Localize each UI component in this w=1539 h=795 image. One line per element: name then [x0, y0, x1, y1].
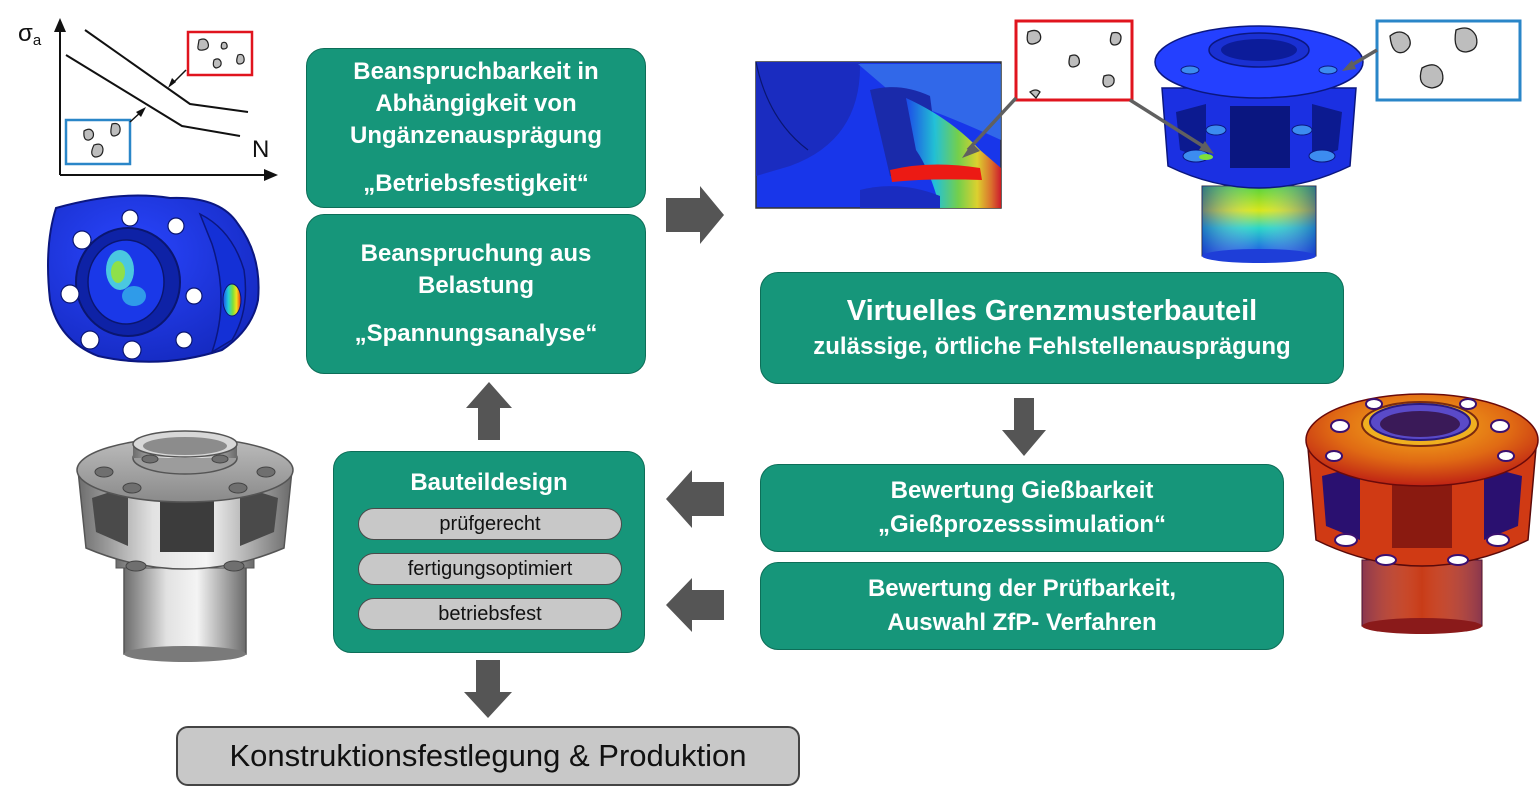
defect-inset-red [186, 30, 254, 77]
beanspruchbarkeit-line-4: „Betriebsfestigkeit“ [363, 170, 589, 197]
callout-line-red-2 [1129, 98, 1207, 150]
sn-curve-lower [65, 54, 241, 137]
pruefbarkeit-line-1: Bewertung der Prüfbarkeit, [867, 575, 1177, 602]
box-beanspruchung: Beanspruchung aus Belastung „Spannungsan… [306, 214, 646, 374]
beanspruchung-line-3: „Spannungsanalyse“ [354, 320, 598, 347]
defect-inset-blue [64, 118, 132, 166]
beanspruchung-line-1: Beanspruchung aus [360, 240, 592, 267]
cad-part-gray [76, 430, 294, 662]
box-konstruktionsfestlegung: Konstruktionsfestlegung & Produktion [176, 726, 800, 786]
giessbarkeit-line-2: „Gießprozesssimulation“ [877, 511, 1167, 538]
beanspruchbarkeit-line-2: Abhängigkeit von [375, 90, 577, 117]
graph-y-label: σa [18, 20, 41, 49]
arrow-up [466, 382, 512, 440]
arrow-down-final [464, 660, 512, 718]
y-axis-arrowhead [54, 18, 66, 32]
box-bauteildesign: Bauteildesign prüfgerecht fertigungsopti… [333, 451, 645, 653]
pill-fertigungsoptimiert: fertigungsoptimiert [358, 553, 622, 585]
defect-inset-blue-large [1375, 19, 1522, 102]
pill-pruefgerecht: prüfgerecht [358, 508, 622, 540]
defect-inset-red-large [1014, 19, 1134, 102]
graph-x-label: N [252, 136, 270, 163]
arrow-down-right [1002, 398, 1046, 456]
pill-betriebsfest: betriebsfest [358, 598, 622, 630]
sn-curve-upper [84, 29, 249, 113]
callout-line-red [966, 96, 1018, 152]
grenzmuster-title: Virtuelles Grenzmusterbauteil [846, 295, 1258, 327]
callout-line-blue [1349, 48, 1378, 68]
sigma-symbol: σ [18, 20, 33, 47]
flow-arrows [464, 186, 1046, 718]
giessbarkeit-line-1: Bewertung Gießbarkeit [890, 477, 1154, 504]
beanspruchung-line-2: Belastung [417, 272, 534, 299]
x-axis-arrowhead [264, 169, 278, 181]
arrow-left-lower [666, 578, 724, 632]
box-grenzmuster: Virtuelles Grenzmusterbauteil zulässige,… [760, 272, 1344, 384]
arrow-left-upper [666, 470, 724, 528]
bauteildesign-title: Bauteildesign [410, 469, 568, 496]
arrow-right [666, 186, 724, 244]
box-pruefbarkeit: Bewertung der Prüfbarkeit, Auswahl ZfP- … [760, 562, 1284, 650]
fem-part-right [1154, 25, 1364, 263]
beanspruchbarkeit-line-3: Ungänzenausprägung [349, 122, 602, 149]
grenzmuster-subtitle: zulässige, örtliche Fehlstellenausprägun… [813, 333, 1291, 360]
sigma-subscript: a [32, 32, 42, 49]
beanspruchbarkeit-line-1: Beanspruchbarkeit in [353, 58, 599, 85]
box-beanspruchbarkeit: Beanspruchbarkeit in Abhängigkeit von Un… [306, 48, 646, 208]
fem-part-left [47, 194, 260, 363]
box-giessbarkeit: Bewertung Gießbarkeit „Gießprozesssimula… [760, 464, 1284, 552]
casting-sim-part [1305, 393, 1539, 634]
sn-diagram [54, 18, 278, 181]
fem-section-view [755, 61, 1002, 209]
pruefbarkeit-line-2: Auswahl ZfP- Verfahren [887, 609, 1157, 636]
